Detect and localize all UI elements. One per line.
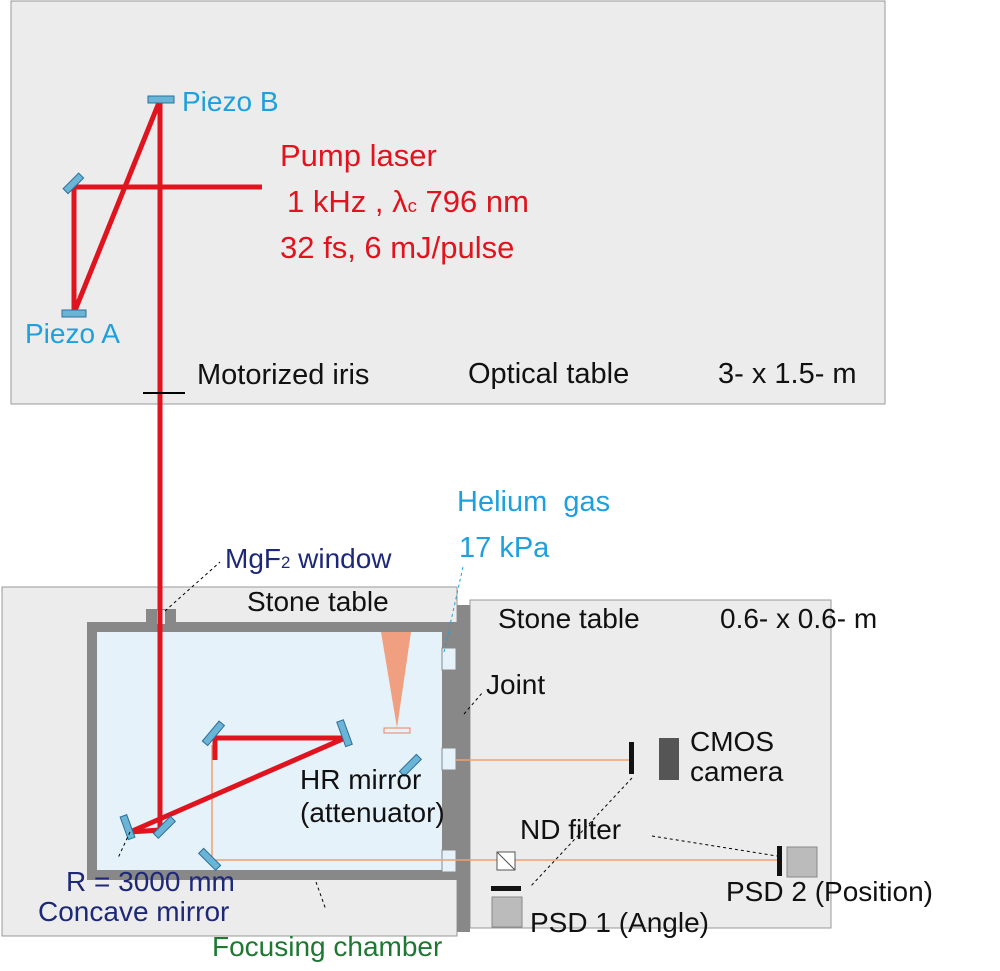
pump-laser-title: Pump laser bbox=[280, 138, 437, 173]
motorized-iris-label: Motorized iris bbox=[197, 359, 370, 391]
mirror-piezo-a bbox=[61, 309, 87, 318]
beam-splitter bbox=[496, 851, 516, 871]
optical-table bbox=[10, 0, 886, 405]
rep-rate: 1 kHz , bbox=[287, 184, 384, 219]
mgf2-subscript: 2 bbox=[281, 553, 291, 572]
optical-table-size: 3- x 1.5- m bbox=[718, 358, 857, 390]
cmos-label-1: CMOS bbox=[690, 726, 774, 757]
joint bbox=[457, 605, 470, 932]
helium-gas-jet bbox=[381, 632, 411, 728]
concave-mirror-radius: R = 3000 mm bbox=[66, 866, 235, 897]
lambda-symbol: λ bbox=[392, 184, 408, 219]
mirror-fold-bottom-left bbox=[152, 815, 177, 840]
port-psd bbox=[441, 849, 457, 873]
optical-table-label: Optical table bbox=[468, 358, 630, 390]
mirror-hr-attenuator-upper bbox=[336, 719, 353, 748]
mirror-fold-bottom bbox=[197, 847, 222, 872]
psd1-label: PSD 1 (Angle) bbox=[530, 907, 709, 938]
port-helium bbox=[441, 647, 457, 671]
mirror-piezo-b bbox=[147, 95, 175, 104]
pump-laser-spec-line: 1 kHz , λc 796 nm bbox=[287, 184, 529, 220]
mgf2-main: MgF bbox=[225, 543, 281, 574]
psd2-detector bbox=[786, 846, 818, 878]
mirror-hr-attenuator-lower bbox=[398, 753, 423, 778]
leader-lines bbox=[117, 561, 778, 911]
mirror-fold-upper bbox=[62, 172, 85, 195]
mgf2-window-label: MgF2 window bbox=[225, 543, 392, 575]
helium-pressure-label: 17 kPa bbox=[459, 532, 550, 564]
wavelength: 796 nm bbox=[425, 184, 529, 219]
lambda-subscript: c bbox=[407, 195, 417, 216]
cmos-label-2: camera bbox=[690, 756, 784, 787]
concave-mirror bbox=[119, 814, 136, 841]
mirror-fold-left bbox=[201, 720, 226, 747]
helium-gas-label: Helium gas bbox=[457, 486, 611, 518]
pump-laser-pulse: 32 fs, 6 mJ/pulse bbox=[280, 230, 515, 265]
gas-nozzle bbox=[383, 727, 411, 734]
stone-table-right bbox=[469, 599, 832, 929]
stone-table-right-label: Stone table bbox=[498, 603, 640, 634]
psd2-label: PSD 2 (Position) bbox=[726, 876, 933, 907]
hr-mirror-label-2: (attenuator) bbox=[300, 797, 445, 828]
nd-filter-psd1 bbox=[491, 886, 521, 891]
concave-mirror-label: Concave mirror bbox=[38, 896, 230, 927]
port-cmos bbox=[441, 747, 457, 771]
nd-filter-cmos bbox=[629, 742, 634, 774]
pump-laser-beam bbox=[71, 99, 347, 835]
focusing-chamber-label: Focusing chamber bbox=[212, 931, 443, 962]
stone-table-left-label: Stone table bbox=[247, 586, 389, 617]
mgf2-rest: window bbox=[290, 543, 392, 574]
piezo-a-label: Piezo A bbox=[25, 318, 120, 349]
stone-table-right-size: 0.6- x 0.6- m bbox=[720, 603, 878, 634]
nd-filter-psd2 bbox=[777, 846, 782, 876]
cmos-camera bbox=[659, 738, 679, 780]
psd1-detector bbox=[491, 896, 523, 928]
piezo-b-label: Piezo B bbox=[182, 86, 279, 117]
nd-filter-label: ND filter bbox=[520, 814, 622, 845]
joint-label: Joint bbox=[486, 669, 546, 700]
hr-mirror-label-1: HR mirror bbox=[300, 764, 422, 795]
